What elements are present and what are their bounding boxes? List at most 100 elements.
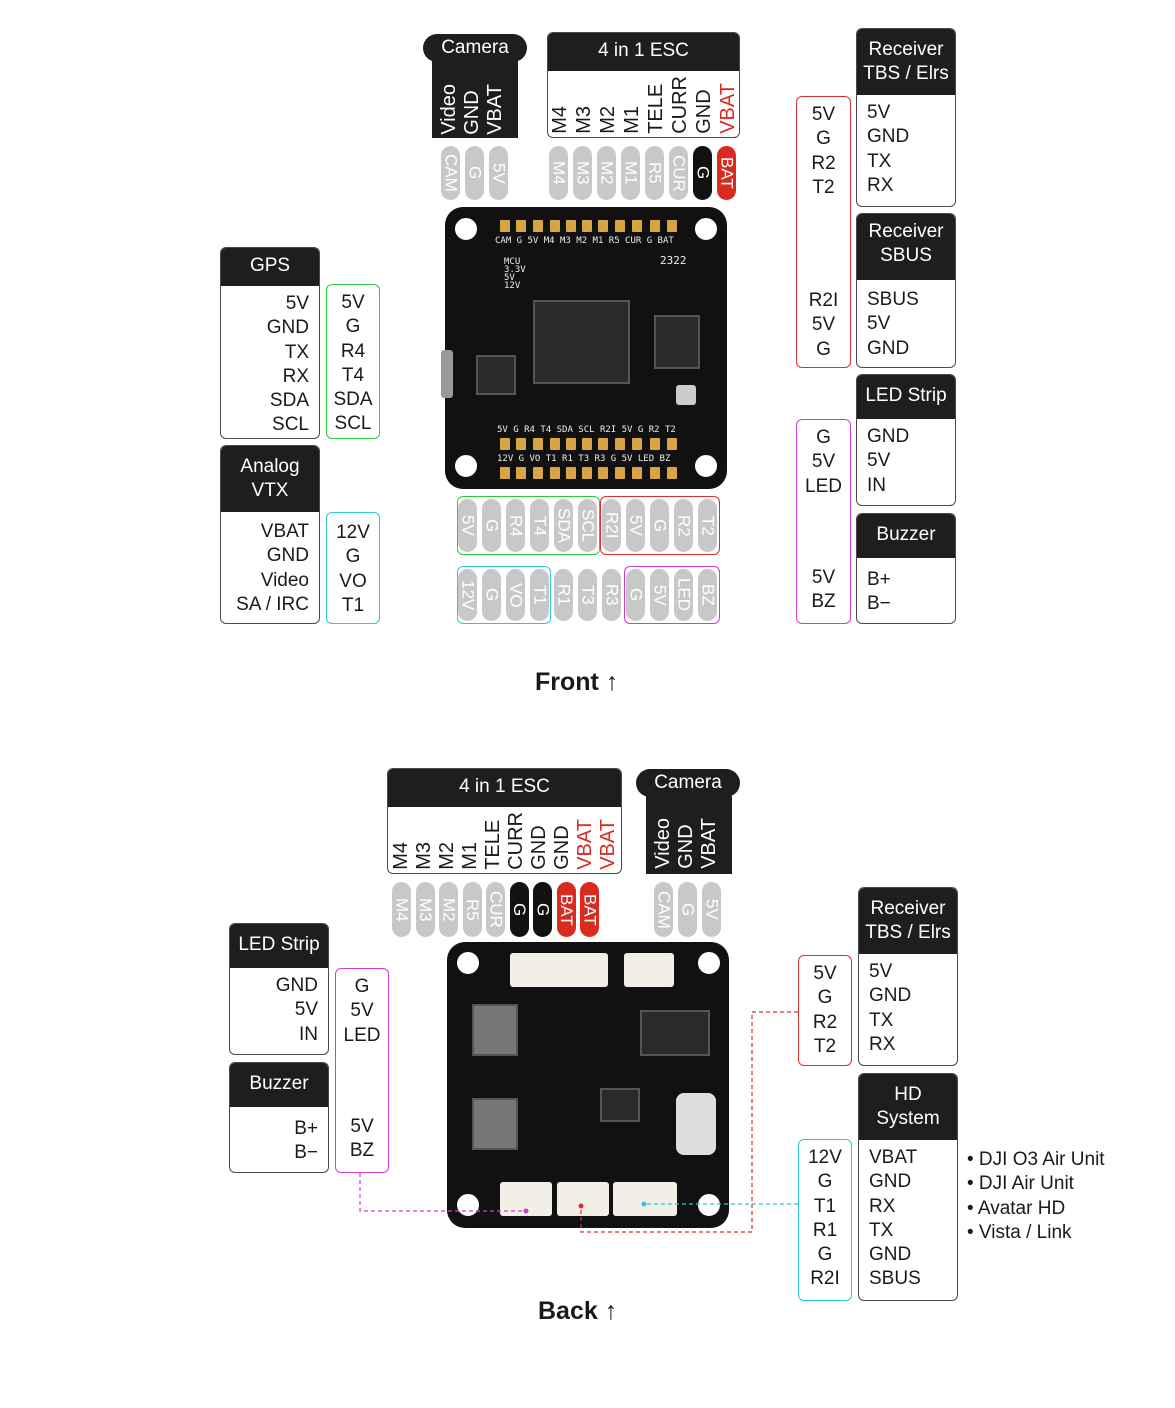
mount-hole	[689, 212, 723, 246]
rx-leader-line	[580, 1011, 798, 1233]
vtx-box: Analog VTX VBAT GND Video SA / IRC	[220, 445, 320, 624]
gps-pin-group	[457, 496, 600, 555]
front-led-pads: G 5V LED	[805, 427, 842, 497]
solder-pad	[667, 467, 677, 479]
solder-pad	[550, 438, 560, 450]
solder-pad	[500, 438, 510, 450]
solder-pad	[632, 467, 642, 479]
boot-button	[676, 385, 696, 405]
back-camera-body	[646, 796, 732, 874]
back-buzzer-labels: B+ B−	[294, 1118, 318, 1164]
vtx-pads: 12V G VO T1	[336, 522, 370, 616]
front-rx-box: Receiver TBS / Elrs 5V GND TX RX	[856, 28, 956, 207]
front-silk-bottom-2: 12V G VO T1 R1 T3 R3 G 5V LED BZ	[497, 454, 671, 464]
solder-pad	[615, 438, 625, 450]
usb-c-port	[676, 1093, 716, 1155]
usb-port	[441, 350, 453, 398]
solder-pad	[650, 438, 660, 450]
back-camera-title: Camera	[636, 769, 740, 797]
hd-leader-dot	[641, 1201, 647, 1207]
pin: R1	[554, 569, 574, 621]
front-silk-bottom-1: 5V G R4 T4 SDA SCL R2I 5V G R2 T2	[497, 425, 676, 435]
pin: G	[650, 499, 670, 552]
mcu-chip	[533, 300, 630, 384]
front-esc-box: 4 in 1 ESC	[547, 32, 740, 138]
back-hd-box: HD System VBAT GND RX TX GND SBUS	[858, 1073, 958, 1301]
hd-system-list: • DJI O3 Air Unit • DJI Air Unit • Avata…	[967, 1148, 1105, 1245]
back-esc-title: 4 in 1 ESC	[388, 769, 621, 807]
back-rx-pads-box: 5V G R2 T2	[798, 955, 852, 1066]
hd-system-item: • DJI O3 Air Unit	[967, 1149, 1105, 1170]
esc-connector	[510, 953, 608, 987]
osd-chip	[640, 1010, 710, 1056]
pin: 12V	[458, 569, 478, 621]
pin: G	[693, 146, 713, 200]
pin: R2I	[602, 499, 622, 552]
inductor	[472, 1098, 518, 1150]
pin: T2	[698, 499, 718, 552]
gps-box: GPS 5V GND TX RX SDA SCL	[220, 247, 320, 439]
led-leader-line	[359, 1173, 526, 1212]
solder-pad	[533, 438, 543, 450]
front-bottom-row-2: 12V G VO T1 R1 T3 R3 G 5V LED BZ	[458, 569, 718, 621]
solder-pad	[650, 220, 660, 232]
mount-hole	[451, 1188, 485, 1222]
pin: R4	[506, 499, 526, 552]
back-buzzer-pads: 5V BZ	[349, 1116, 375, 1162]
hd-connector	[613, 1182, 677, 1216]
solder-pad	[598, 220, 608, 232]
pin: T4	[530, 499, 550, 552]
hd-system-item: • DJI Air Unit	[967, 1173, 1074, 1195]
hd-system-item: • Vista / Link	[967, 1221, 1072, 1243]
pin: T3	[578, 569, 598, 621]
rx-leader-dot	[578, 1203, 584, 1209]
back-led-pads: G 5V LED	[343, 976, 381, 1046]
gps-pads-box: 5V G R4 T4 SDA SCL	[326, 284, 380, 439]
solder-pad	[550, 220, 560, 232]
solder-pad	[598, 438, 608, 450]
front-sbus-box: Receiver SBUS SBUS 5V GND	[856, 213, 956, 368]
solder-pad	[632, 220, 642, 232]
mount-hole	[449, 449, 483, 483]
front-bottom-row-1: 5V G R4 T4 SDA SCL R2I 5V G R2 T2	[458, 499, 718, 552]
front-sbus-pads: R2I 5V G	[808, 290, 839, 360]
front-led-labels: GND 5V IN	[867, 426, 910, 496]
solder-pad	[566, 467, 576, 479]
gps-labels: 5V GND TX RX SDA SCL	[266, 293, 309, 436]
back-led-title: LED Strip	[230, 924, 328, 968]
front-camera-pins: CAM G 5V	[441, 146, 509, 200]
pin: 5V	[702, 882, 722, 937]
front-rx-labels: 5V GND TX RX	[867, 102, 910, 196]
flash-chip	[654, 315, 700, 369]
solder-pad	[566, 220, 576, 232]
pin: CUR	[669, 146, 689, 200]
back-caption: Back ↑	[538, 1297, 618, 1325]
front-sbus-title: Receiver SBUS	[857, 214, 955, 280]
gyro-chip	[476, 355, 516, 395]
back-esc-pins: M4 M3 M2 R5 CUR G G BAT BAT	[392, 882, 600, 937]
pin: T1	[530, 569, 550, 621]
back-hd-title: HD System	[859, 1074, 957, 1140]
front-sbus-labels: SBUS 5V GND	[867, 289, 919, 359]
back-rx-box: Receiver TBS / Elrs 5V GND TX RX	[858, 887, 958, 1066]
solder-pad	[533, 467, 543, 479]
led-leader-dot	[523, 1208, 529, 1214]
solder-pad	[582, 467, 592, 479]
vtx-labels: VBAT GND Video SA / IRC	[236, 521, 309, 615]
back-rx-title: Receiver TBS / Elrs	[859, 888, 957, 954]
pin: G	[482, 499, 502, 552]
pin: M4	[549, 146, 569, 200]
pin: CAM	[654, 882, 674, 937]
pin: BAT	[717, 146, 737, 200]
front-led-box: LED Strip GND 5V IN	[856, 374, 956, 506]
solder-pad	[650, 467, 660, 479]
front-buzzer-title: Buzzer	[857, 514, 955, 558]
pin: 5V	[458, 499, 478, 552]
pin: SCL	[578, 499, 598, 552]
pin: G	[465, 146, 485, 200]
pin: M2	[597, 146, 617, 200]
solder-pad	[582, 220, 592, 232]
pin: 5V	[489, 146, 509, 200]
back-flight-controller-board	[447, 942, 729, 1228]
solder-pad	[598, 467, 608, 479]
